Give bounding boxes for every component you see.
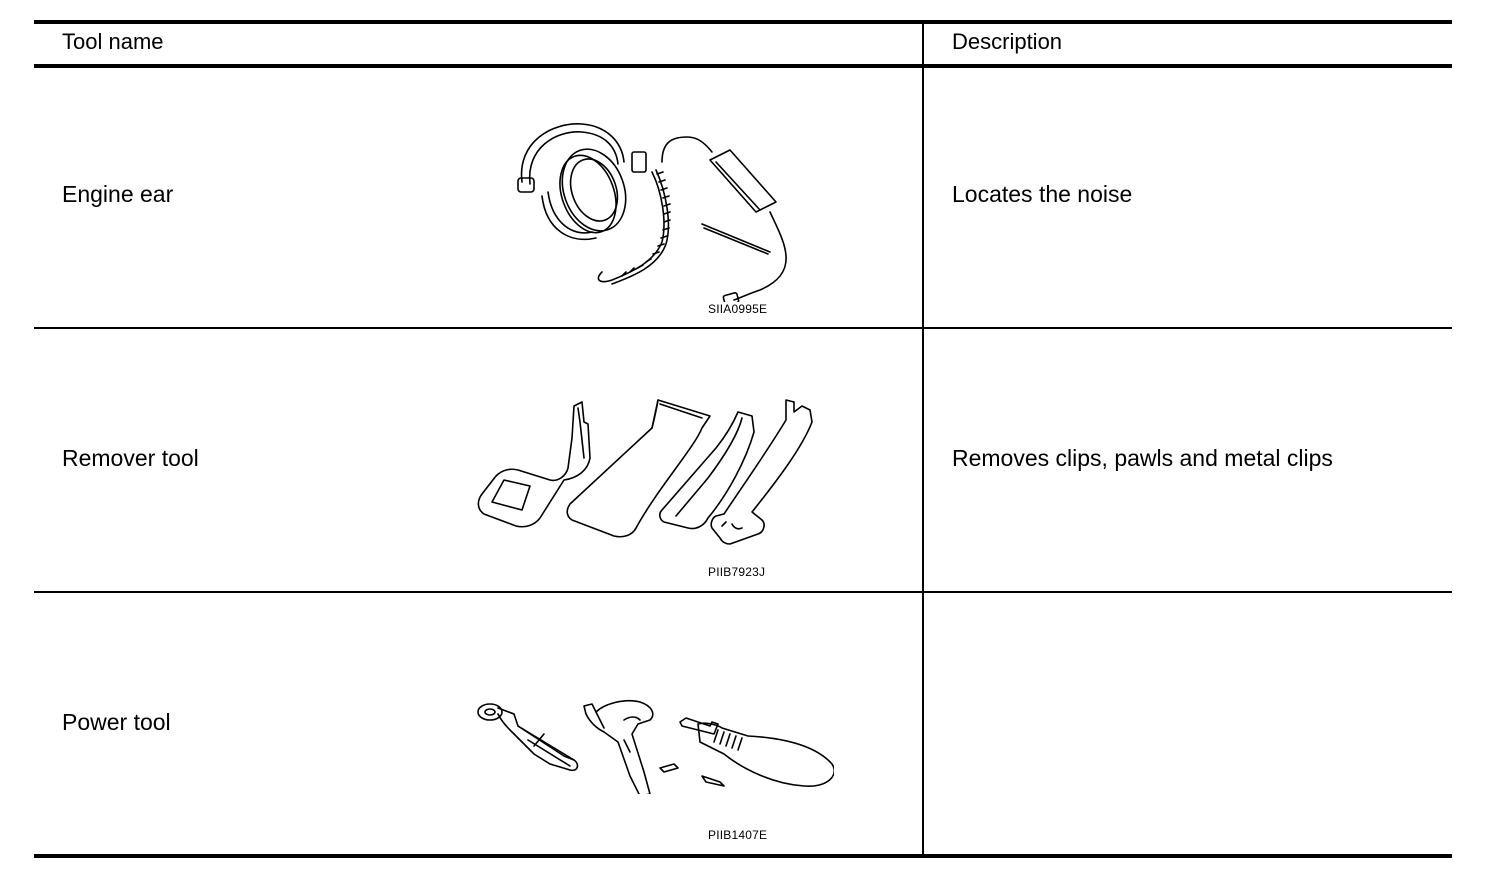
- illustration-code: SIIA0995E: [708, 302, 768, 316]
- row-divider: [34, 591, 1452, 593]
- illustration-code: PIIB1407E: [708, 828, 768, 842]
- table-top-rule: [34, 20, 1452, 24]
- table-bottom-rule: [34, 854, 1452, 858]
- header-tool-name: Tool name: [62, 29, 164, 54]
- tool-name-power-tool: Power tool: [62, 709, 171, 735]
- tool-name-engine-ear: Engine ear: [62, 181, 174, 207]
- power-tool-set-icon: [474, 684, 834, 794]
- row-divider: [34, 327, 1452, 329]
- header-description: Description: [952, 29, 1063, 54]
- description-engine-ear: Locates the noise: [952, 181, 1133, 207]
- illustration-code: PIIB7923J: [708, 565, 766, 579]
- engine-ear-headphones-icon: [512, 112, 802, 302]
- remover-tool-set-icon: [476, 398, 826, 548]
- column-divider: [922, 20, 924, 858]
- tool-table: Tool name Description Engine ear: [34, 20, 1452, 858]
- header-bottom-rule: [34, 64, 1452, 68]
- tool-name-remover-tool: Remover tool: [62, 445, 199, 471]
- description-remover-tool: Removes clips, pawls and metal clips: [952, 445, 1333, 471]
